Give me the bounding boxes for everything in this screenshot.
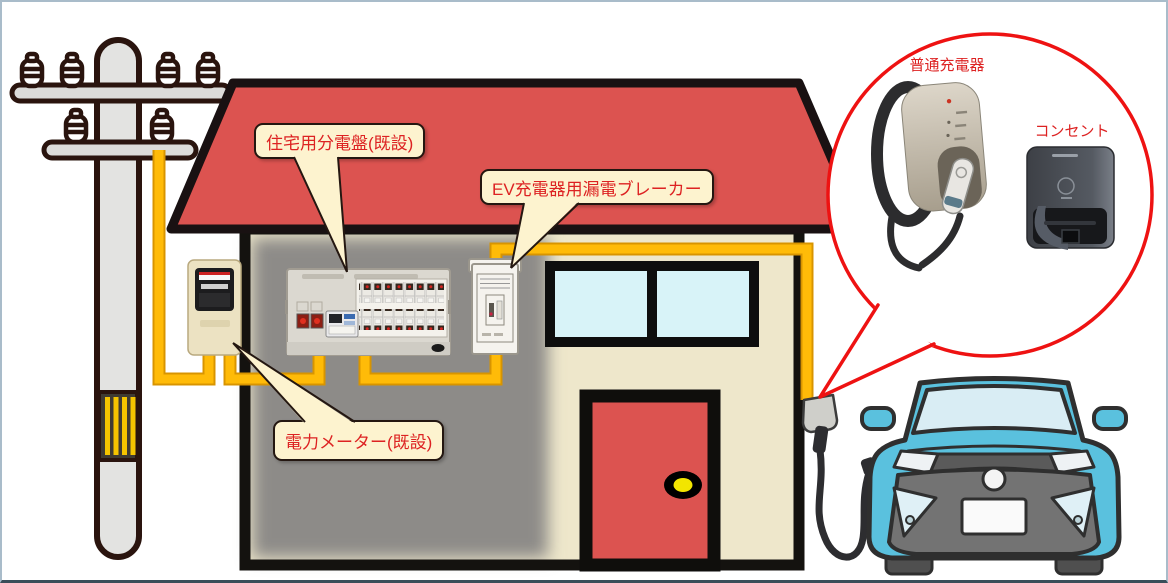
ev-car bbox=[860, 376, 1128, 576]
callout-power-meter: 電力メーター(既設) bbox=[273, 420, 445, 461]
car-license-plate bbox=[960, 497, 1028, 536]
ev-leakage-breaker bbox=[468, 258, 522, 355]
car-mirror-left bbox=[860, 406, 896, 431]
car-foglight-left bbox=[892, 486, 938, 538]
callout-ev-breaker: EV充電器用漏電ブレーカー bbox=[480, 169, 714, 205]
cable-breaker-to-charger bbox=[491, 244, 812, 400]
distribution-panel bbox=[285, 268, 451, 356]
cable-panel-to-breaker bbox=[360, 352, 501, 384]
crossarm-lower bbox=[41, 139, 199, 161]
car-emblem bbox=[981, 466, 1007, 492]
car-mirror-right bbox=[1092, 406, 1128, 431]
bubble-label-normal-charger: 普通充電器 bbox=[909, 57, 985, 74]
window-pane-left bbox=[555, 271, 647, 337]
car-foglight-right bbox=[1050, 486, 1096, 538]
crossarm-upper bbox=[9, 82, 233, 104]
panel-control-cluster bbox=[325, 310, 359, 338]
window bbox=[545, 261, 759, 347]
bubble-label-outlet: コンセント bbox=[1034, 123, 1110, 140]
car-windshield bbox=[911, 384, 1077, 435]
window-pane-right bbox=[657, 271, 749, 337]
front-door bbox=[579, 389, 721, 572]
outlet-photo bbox=[1026, 146, 1115, 250]
main-breakers bbox=[296, 301, 324, 329]
cable-pole-to-meter bbox=[154, 150, 214, 384]
power-meter bbox=[187, 259, 242, 356]
bubble-tail bbox=[820, 305, 934, 397]
pole-trunk bbox=[94, 37, 142, 560]
charging-cable bbox=[815, 446, 873, 561]
normal-charger-photo bbox=[871, 81, 987, 272]
insulators bbox=[19, 51, 221, 145]
callout-distribution-board: 住宅用分電盤(既設) bbox=[254, 123, 426, 159]
pole-guard bbox=[97, 390, 139, 462]
